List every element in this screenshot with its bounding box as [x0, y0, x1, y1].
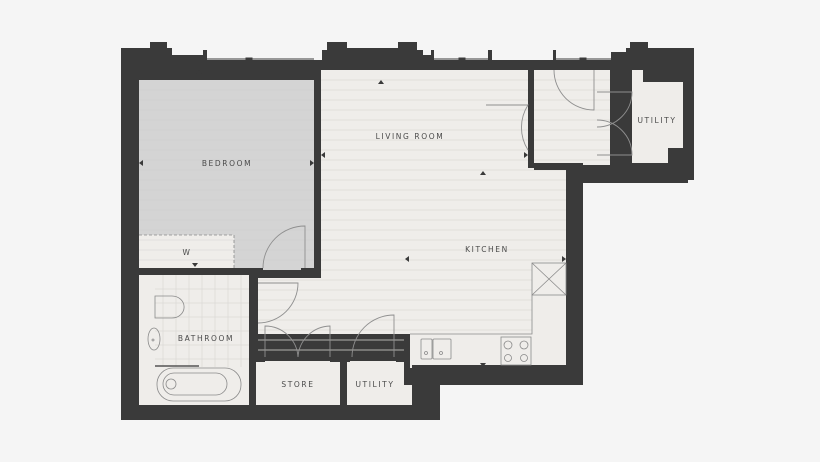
label-utility-top: UTILITY [637, 116, 676, 125]
floors [139, 70, 683, 405]
label-living-room: LIVING ROOM [376, 132, 445, 141]
store-door-right [297, 325, 331, 358]
doors [257, 69, 633, 358]
bathtub-icon [156, 367, 242, 402]
windows [207, 57, 611, 63]
utility-corridor-floor [534, 70, 610, 165]
living-planks [258, 79, 566, 351]
counter-outline [410, 295, 533, 335]
label-store: STORE [281, 380, 314, 389]
living-to-corridor-door [486, 104, 529, 151]
wardrobe-floor [139, 235, 234, 268]
kitchen-fixtures [410, 262, 567, 366]
label-bathroom: BATHROOM [178, 334, 234, 343]
wardrobe-outline [139, 234, 235, 268]
bathroom-door [257, 282, 299, 324]
utility-top-door-upper [596, 91, 633, 128]
utility-bottom-door [351, 314, 395, 358]
hob-icon [500, 336, 532, 366]
utility-top-floor [632, 70, 683, 165]
store-floor [256, 361, 340, 405]
room-labels: BEDROOM W LIVING ROOM KITCHEN UTILITY BA… [178, 116, 676, 389]
label-utility-bottom: UTILITY [355, 380, 394, 389]
corridor-top-door [553, 69, 595, 111]
interior-walls [139, 70, 694, 412]
living-kitchen-floor [258, 70, 566, 365]
dimension-markers [139, 70, 566, 367]
label-bedroom: BEDROOM [202, 159, 252, 168]
label-kitchen: KITCHEN [465, 245, 509, 254]
bathroom-tiles [155, 275, 249, 367]
corridor-planks [534, 79, 610, 161]
sink-icon [420, 338, 433, 360]
bathroom-fixtures [147, 295, 242, 402]
basin-icon [147, 327, 161, 351]
extractor-box [531, 262, 567, 296]
utility-top-door-lower [596, 119, 633, 156]
utility-bottom-floor [347, 361, 412, 405]
store-door-left [264, 325, 299, 358]
toilet-icon [154, 295, 185, 319]
label-wardrobe: W [182, 248, 191, 257]
bedroom-texture [139, 89, 314, 261]
bedroom-door [262, 225, 306, 269]
